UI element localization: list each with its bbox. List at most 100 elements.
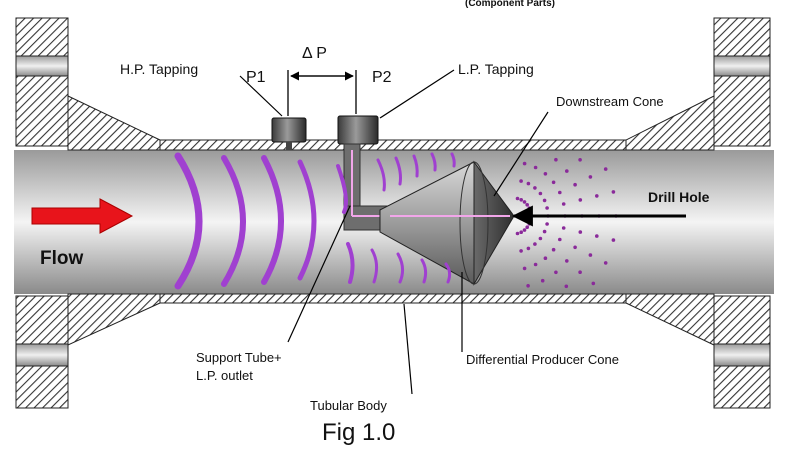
flow-wave [346, 242, 355, 284]
flow-label: Flow [40, 248, 83, 269]
flow-wave [412, 154, 419, 178]
turbulence-dot [527, 206, 532, 210]
flow-waves [174, 152, 456, 290]
turbulence-dot [603, 167, 608, 171]
flow-arrow [31, 198, 134, 234]
differential-producer-cone [379, 160, 515, 286]
delta-p-label: Δ P [302, 45, 327, 62]
turbulence-dot [578, 270, 582, 275]
turbulence-dot [578, 230, 583, 234]
flow-wave [261, 155, 284, 285]
turbulence-dot [588, 175, 593, 179]
differential-cone-label: Differential Producer Cone [466, 352, 619, 367]
turbulence-dot [519, 230, 523, 234]
turbulence-dot [533, 165, 538, 170]
turbulence-dot [561, 226, 566, 230]
turbulence-dot [551, 180, 556, 185]
flow-wave [396, 252, 405, 284]
hp-tapping-label: H.P. Tapping [120, 61, 198, 77]
downstream-cone-leader [493, 111, 549, 197]
support-tube-label-line1: Support Tube+ [196, 350, 282, 365]
p1-label: P1 [246, 69, 266, 86]
downstream-turbulence-dots [515, 157, 618, 289]
turbulence-dot [525, 203, 529, 207]
turbulence-dot [558, 190, 562, 195]
turbulence-dot [533, 242, 537, 246]
turbulence-dot [565, 259, 569, 263]
flow-wave [394, 156, 402, 186]
flow-wave [221, 155, 246, 287]
turbulence-dot [542, 229, 547, 234]
lower-wall [159, 293, 627, 304]
turbulence-dot [564, 284, 569, 289]
flow-wave [336, 164, 348, 214]
turbulence-dot [573, 245, 577, 250]
turbulence-dot [542, 198, 547, 203]
right-flange [625, 17, 771, 409]
turbulence-dot [522, 266, 527, 271]
turbulence-dot [603, 261, 608, 265]
turbulence-dot [522, 161, 527, 166]
turbulence-dot [543, 172, 548, 176]
header-text: (Component Parts) [465, 0, 555, 9]
turbulence-dot [515, 196, 520, 201]
turbulence-dot [519, 179, 523, 183]
turbulence-dot [543, 256, 548, 261]
turbulence-dot [538, 236, 543, 241]
turbulence-dot [545, 206, 549, 210]
turbulence-dot [533, 186, 537, 190]
turbulence-dot [540, 278, 545, 283]
turbulence-dot [578, 198, 583, 202]
turbulence-dot [522, 228, 527, 232]
support-tube-label-line2: L.P. outlet [196, 368, 253, 383]
turbulence-dot [526, 246, 531, 251]
turbulence-dot [591, 281, 596, 286]
turbulence-dot [526, 181, 531, 186]
p2-label: P2 [372, 69, 392, 86]
lp-tapping-leader [379, 69, 455, 119]
turbulence-dot [565, 169, 569, 173]
turbulence-dot [611, 238, 616, 242]
delta-p-dimension [287, 70, 357, 116]
turbulence-dot [519, 198, 523, 202]
turbulence-dot [515, 231, 520, 236]
turbulence-dot [519, 249, 523, 253]
turbulence-dot [528, 210, 533, 214]
flow-wave [174, 152, 203, 290]
flow-wave [370, 248, 379, 284]
flow-wave [376, 158, 386, 192]
support-tube-leader [287, 205, 351, 343]
turbulence-dot [558, 237, 562, 242]
turbulence-dot [527, 222, 532, 226]
leader-lines [239, 69, 549, 395]
turbulence-dot [573, 182, 577, 187]
turbulence-dot [595, 194, 599, 198]
lp-tapping-port [337, 115, 379, 145]
flow-wave [430, 152, 437, 172]
turbulence-dot [525, 225, 529, 229]
hp-tapping-port [271, 117, 307, 150]
turbulence-dot [578, 158, 582, 162]
figure-caption: Fig 1.0 [322, 419, 395, 446]
tubular-body-label: Tubular Body [310, 398, 387, 413]
upper-wall [159, 139, 627, 151]
turbulence-dot [595, 234, 599, 238]
turbulence-dot [526, 284, 530, 288]
flow-wave [297, 159, 317, 281]
turbulence-dot [538, 191, 543, 196]
downstream-cone-label: Downstream Cone [556, 94, 664, 109]
tubular-body-leader [403, 303, 413, 395]
turbulence-dot [533, 262, 538, 267]
turbulence-dot [588, 253, 593, 257]
drill-hole-label: Drill Hole [648, 189, 710, 205]
flow-wave [420, 258, 428, 284]
turbulence-dot [611, 190, 616, 194]
left-flange [15, 17, 161, 409]
lp-tapping-label: L.P. Tapping [458, 61, 534, 77]
flow-wave [444, 262, 452, 284]
flow-wave [450, 152, 456, 168]
turbulence-dot [561, 202, 566, 206]
turbulence-dot [551, 247, 556, 252]
turbulence-dot [545, 222, 549, 226]
